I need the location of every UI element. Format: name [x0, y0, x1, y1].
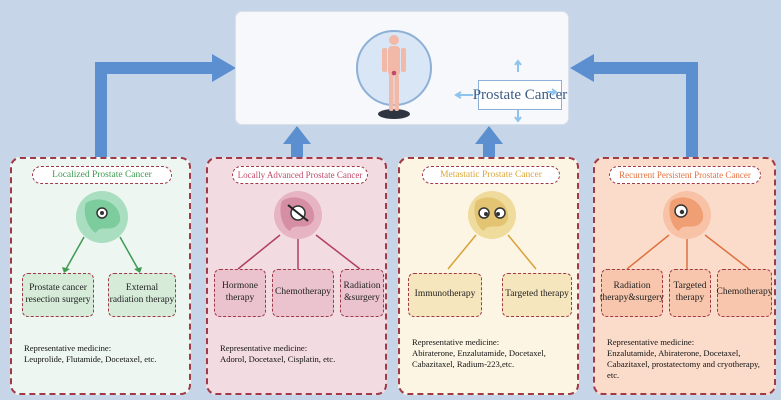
cancer-cell-icon: [237, 191, 361, 270]
arrow-recurrent-to-top: [570, 54, 698, 158]
panel-title: Metastatic Prostate Cancer: [422, 166, 560, 184]
arrow-localized-to-top: [95, 54, 236, 158]
treatment-box: Immunotherapy: [408, 273, 482, 317]
treatment-box: Chemotherapy: [717, 269, 772, 317]
panel-locally-advanced: Locally Advanced Prostate Cancer Hormone…: [206, 157, 387, 395]
top-box: Prostate Cancer: [236, 12, 568, 124]
medicine-list: Adorol, Docetaxel, Cisplatin, etc.: [220, 354, 336, 364]
panel-title: Localized Prostate Cancer: [32, 166, 172, 184]
treatment-box: Radiation therapy&surgery: [600, 269, 664, 317]
panel-title: Recurrent Persistent Prostate Cancer: [609, 166, 761, 184]
panel-metastatic: Metastatic Prostate Cancer Immunotherapy…: [398, 157, 579, 395]
arrow-metastatic-up: [475, 126, 503, 158]
left-arrow-icon: [454, 91, 473, 99]
arrow-locally-advanced-up: [283, 126, 311, 158]
treatment-box: Hormone therapy: [214, 269, 266, 317]
panel-recurrent: Recurrent Persistent Prostate Cancer Rad…: [593, 157, 776, 395]
medicine-heading: Representative medicine:: [607, 337, 695, 347]
medicine-heading: Representative medicine:: [412, 337, 500, 347]
expand-arrows-icon: [514, 59, 558, 123]
medicine-heading: Representative medicine:: [24, 343, 112, 353]
treatment-box: Radiation &surgery: [340, 269, 384, 317]
prostate-cancer-label: Prostate Cancer: [473, 80, 567, 110]
cancer-cell-icon: [447, 191, 537, 270]
treatment-box: External radiation therapy: [108, 273, 176, 317]
cancer-cell-icon: [626, 191, 750, 270]
panel-localized: Localized Prostate Cancer Prostate cance…: [10, 157, 191, 395]
treatment-box: Chemotherapy: [272, 269, 334, 317]
medicine-heading: Representative medicine:: [220, 343, 308, 353]
treatment-box: Targeted therapy: [669, 269, 711, 317]
cancer-cell-icon: [62, 191, 142, 273]
medicine-list: Leuprolide, Flutamide, Docetaxel, etc.: [24, 354, 157, 364]
panel-title: Locally Advanced Prostate Cancer: [232, 166, 368, 184]
treatment-box: Targeted therapy: [502, 273, 572, 317]
medicine-list: Enzalutamide, Abiraterone, Docetaxel, Ca…: [607, 348, 760, 381]
medicine-list: Abiraterone, Enzalutamide, Docetaxel, Ca…: [412, 348, 546, 370]
treatment-box: Prostate cancer resection surgery: [22, 273, 94, 317]
human-body-icon: [356, 30, 432, 119]
